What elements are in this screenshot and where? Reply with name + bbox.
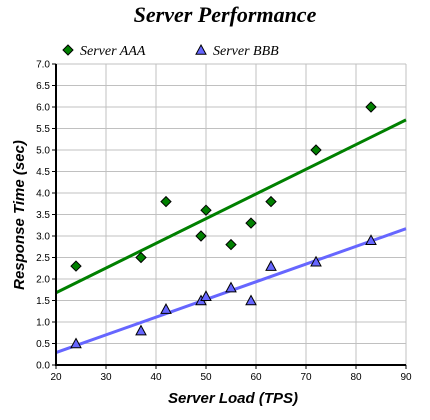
- y-tick-label: 1.0: [36, 318, 50, 329]
- data-point-server-bbb: [245, 294, 257, 306]
- y-tick-label: 3.5: [36, 210, 50, 221]
- data-point-server-aaa: [365, 101, 377, 113]
- y-tick-label: 6.5: [36, 81, 50, 92]
- data-point-server-bbb: [200, 290, 212, 301]
- legend-label-server-aaa: Server AAA: [80, 44, 146, 59]
- x-tick-label: 60: [250, 372, 262, 383]
- y-tick-label: 0.0: [36, 361, 50, 372]
- data-point-server-bbb: [160, 303, 172, 314]
- y-axis-title: Response Time (sec): [11, 140, 28, 290]
- chart-title: Server Performance: [134, 2, 317, 27]
- y-tick-label: 0.5: [36, 339, 50, 350]
- data-point-server-aaa: [160, 195, 172, 208]
- x-tick-label: 40: [150, 372, 162, 383]
- y-tick-label: 1.5: [36, 296, 50, 307]
- y-tick-label: 4.0: [36, 189, 50, 200]
- y-tick-label: 5.0: [36, 146, 50, 157]
- x-tick-label: 50: [200, 372, 212, 383]
- x-tick-label: 90: [400, 372, 412, 383]
- data-point-server-bbb: [135, 324, 147, 336]
- data-point-server-aaa: [200, 204, 212, 216]
- y-tick-label: 4.5: [36, 167, 50, 178]
- data-point-server-bbb: [70, 337, 82, 349]
- y-tick-label: 3.0: [36, 232, 50, 243]
- legend-marker-server-bbb: [195, 43, 207, 55]
- legend: Server AAA Server BBB: [62, 43, 279, 59]
- x-tick-label: 30: [100, 372, 112, 383]
- data-point-server-aaa: [225, 238, 237, 251]
- data-point-server-aaa: [245, 217, 257, 229]
- legend-marker-server-aaa: [62, 44, 74, 56]
- data-point-server-bbb: [265, 260, 277, 271]
- legend-label-server-bbb: Server BBB: [213, 44, 279, 59]
- data-point-server-bbb: [310, 255, 322, 267]
- data-point-server-aaa: [310, 144, 322, 156]
- y-tick-label: 2.5: [36, 253, 50, 264]
- data-point-server-aaa: [195, 230, 207, 242]
- x-tick-label: 70: [300, 372, 312, 383]
- data-point-server-aaa: [70, 260, 82, 272]
- trend-line-server-aaa: [55, 118, 407, 295]
- data-point-server-aaa: [265, 195, 277, 208]
- x-tick-label: 20: [50, 372, 62, 383]
- data-point-server-bbb: [365, 234, 377, 246]
- x-axis-title: Server Load (TPS): [168, 390, 298, 407]
- y-tick-label: 2.0: [36, 275, 50, 286]
- y-tick-label: 5.5: [36, 124, 50, 135]
- plot-area: 20 30 40 50 60 70 80 90 0.0 0.5 1.0 1.5 2.0 2.5 3.0 3.5…: [36, 60, 412, 384]
- y-tick-label: 7.0: [36, 60, 50, 71]
- data-point-server-aaa: [135, 251, 147, 264]
- y-tick-label: 6.0: [36, 103, 50, 114]
- data-point-server-bbb: [225, 281, 237, 293]
- x-tick-label: 80: [350, 372, 362, 383]
